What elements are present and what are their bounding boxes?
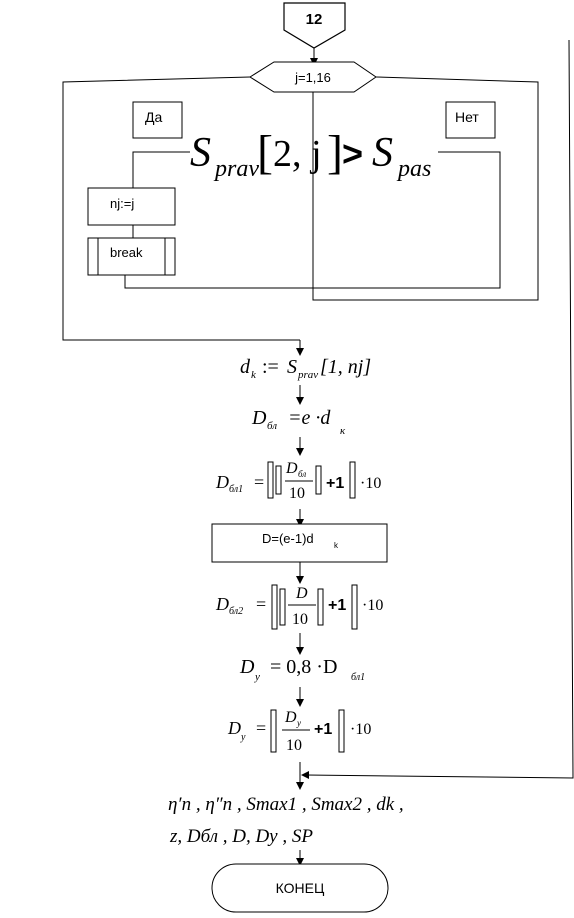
dy2-eq: = bbox=[256, 718, 266, 738]
dy2-bracket-right bbox=[338, 709, 345, 753]
dbl2-den: 10 bbox=[292, 611, 308, 628]
break-label: break bbox=[110, 245, 143, 260]
dy-lhs-sub: у bbox=[254, 671, 260, 683]
dbl2-plus: +1 bbox=[328, 597, 346, 614]
dbl1-bracket-left bbox=[267, 461, 274, 499]
dy-rhs: = 0,8 ·D bbox=[270, 656, 337, 678]
dk-s-sub: prav bbox=[297, 369, 318, 381]
loop-return-line bbox=[312, 76, 539, 301]
dbl-rhs: =e ·d bbox=[288, 407, 331, 429]
end-terminal bbox=[211, 863, 389, 913]
outer-bypass-line bbox=[305, 39, 574, 779]
dbl1-bracket-right bbox=[349, 461, 356, 499]
dy2-lhs-sub: у bbox=[240, 732, 246, 743]
output-line-1: η′n , η″n , Smax1 , Smax2 , dk , bbox=[168, 794, 404, 815]
yes-label-box bbox=[132, 101, 183, 139]
condition-args: 2, j bbox=[273, 133, 322, 175]
dbl1-mult: ·10 bbox=[360, 475, 381, 492]
formula-dbl: D бл =e ·d к bbox=[251, 407, 346, 437]
yes-label: Да bbox=[145, 109, 162, 125]
dbl1-eq: = bbox=[254, 472, 264, 492]
dbl-lhs-sub: бл bbox=[267, 420, 277, 432]
dbl1-bracket-inner-left bbox=[275, 465, 282, 495]
dbl1-plus: +1 bbox=[326, 475, 344, 492]
no-label-box bbox=[445, 101, 496, 139]
condition-sub-pas: pas bbox=[396, 156, 431, 182]
dbl2-lhs: D bbox=[215, 594, 229, 614]
bypass-arrowhead bbox=[301, 771, 309, 779]
connector-label: 12 bbox=[306, 11, 323, 28]
dy2-mult: ·10 bbox=[350, 721, 371, 738]
yes-branch-line bbox=[132, 151, 190, 188]
dbl2-bracket-left bbox=[271, 584, 278, 630]
dy2-num: D bbox=[284, 709, 297, 726]
assign-nj-box bbox=[87, 187, 176, 226]
dy2-den: 10 bbox=[286, 737, 302, 754]
loop-label: j=1,16 bbox=[294, 70, 331, 85]
dk-s: S bbox=[287, 356, 297, 378]
dbl1-lhs: D bbox=[215, 472, 229, 492]
dbl2-bracket-right bbox=[351, 584, 358, 630]
dk-lhs-sub: k bbox=[251, 369, 257, 381]
formula-dbl2: D бл2 = D 10 +1 ·10 bbox=[215, 584, 383, 630]
condition-op: > bbox=[342, 133, 363, 174]
loop-exit-line bbox=[62, 76, 300, 341]
dbl2-bracket-inner-left bbox=[279, 588, 286, 626]
formula-dy2: D у = D у 10 +1 ·10 bbox=[227, 709, 371, 754]
condition-sub-prav: prav bbox=[213, 156, 259, 182]
assign-nj-label: nj:=j bbox=[110, 196, 134, 211]
dy2-bracket-left bbox=[270, 709, 277, 753]
dk-assign: := bbox=[262, 356, 279, 378]
condition-s2: S bbox=[372, 130, 393, 176]
d-process-label: D=(e-1)d bbox=[262, 531, 314, 546]
formula-dy: D у = 0,8 ·D бл1 bbox=[239, 656, 365, 683]
end-terminal-label: КОНЕЦ bbox=[276, 880, 325, 896]
dy-lhs: D bbox=[239, 656, 255, 678]
dbl2-num: D bbox=[295, 585, 308, 602]
dk-args: [1, nj] bbox=[320, 356, 371, 378]
dy-rhs-sub: бл1 bbox=[351, 672, 365, 683]
dy2-lhs: D bbox=[227, 718, 241, 738]
dbl1-num-sub: бл bbox=[298, 469, 306, 479]
formula-dbl1: D бл1 = D бл 10 +1 ·10 bbox=[215, 460, 381, 502]
dy2-plus: +1 bbox=[314, 721, 332, 738]
dbl-lhs: D bbox=[251, 407, 267, 429]
dbl2-eq: = bbox=[256, 594, 266, 614]
output-line-2: z, Dбл , D, Dу , SP bbox=[169, 826, 313, 847]
d-process-sub: k bbox=[334, 541, 339, 550]
offpage-connector bbox=[283, 2, 346, 49]
dk-lhs: d bbox=[240, 356, 251, 378]
dbl1-den: 10 bbox=[289, 485, 305, 502]
condition-s: S bbox=[190, 130, 211, 176]
merge-line bbox=[124, 151, 501, 289]
condition-block: S prav [ 2, j ] > S pas bbox=[190, 126, 431, 182]
dy2-num-sub: у bbox=[296, 718, 301, 728]
dbl1-num: D bbox=[285, 460, 298, 477]
no-label: Нет bbox=[455, 109, 479, 125]
condition-bracket-close: ] bbox=[327, 126, 343, 179]
dbl-rhs-sub: к bbox=[340, 425, 346, 437]
dbl2-mult: ·10 bbox=[362, 597, 383, 614]
dbl2-lhs-sub: бл2 bbox=[229, 606, 243, 617]
break-box bbox=[87, 237, 176, 276]
formula-dk: d k := S prav [1, nj] bbox=[240, 356, 371, 381]
condition-bracket-open: [ bbox=[257, 126, 273, 179]
dbl1-bracket-inner-right bbox=[315, 465, 322, 495]
dbl1-lhs-sub: бл1 bbox=[229, 484, 243, 495]
dbl2-bracket-inner-right bbox=[317, 588, 324, 626]
